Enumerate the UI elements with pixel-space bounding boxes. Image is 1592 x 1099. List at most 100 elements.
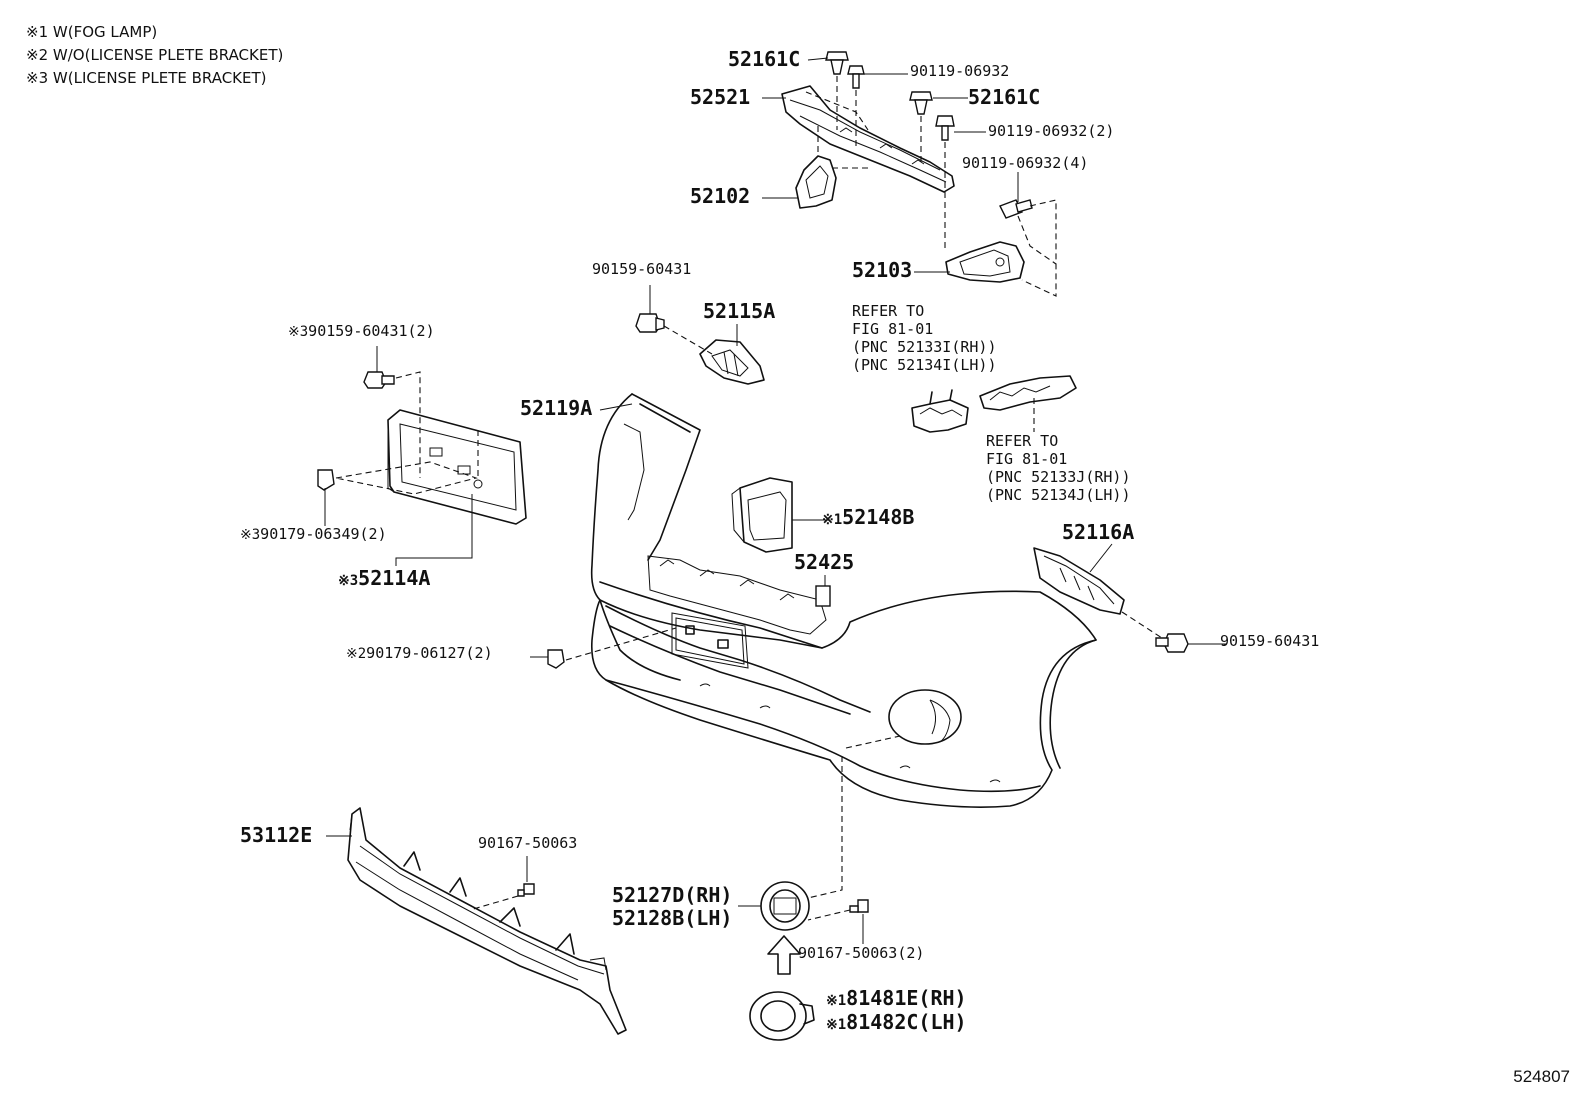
pad-52425-drawing — [815, 585, 831, 607]
part-label-52148b[interactable]: ※152148B — [822, 507, 914, 527]
fog-bezel-52127d-drawing — [760, 881, 810, 931]
part-mark: ※3 — [288, 324, 309, 340]
part-label-52521[interactable]: 52521 — [690, 87, 750, 107]
part-number: 52161C — [728, 47, 801, 71]
ref-line: FIG 81-01 — [986, 450, 1068, 468]
part-label-52425[interactable]: 52425 — [794, 552, 854, 572]
bracket-52103-drawing — [945, 241, 1025, 283]
panel-52148b-drawing — [731, 477, 793, 553]
part-number: 90159-60431(2) — [308, 322, 435, 340]
figure-id: 524807 — [1513, 1067, 1570, 1086]
part-label-52114a[interactable]: ※352114A — [338, 568, 430, 588]
bolt-90159-right-drawing — [1155, 633, 1189, 653]
part-label-52115a[interactable]: 52115A — [703, 301, 775, 321]
bolt-90119-b-drawing — [935, 115, 955, 141]
part-label-52161c-b[interactable]: 52161C — [968, 87, 1040, 107]
note-2-text: W/O(LICENSE PLETE BRACKET) — [52, 46, 284, 64]
part-label-90179-06349[interactable]: ※390179-06349(2) — [240, 525, 387, 543]
part-number: 81482C(LH) — [846, 1010, 967, 1034]
part-number: 52425 — [794, 550, 855, 574]
part-label-52102[interactable]: 52102 — [690, 186, 750, 206]
part-label-53112e[interactable]: 53112E — [240, 825, 312, 845]
part-number: 90179-06349(2) — [260, 525, 387, 543]
lower-grille-53112e-drawing — [347, 807, 627, 1035]
bolt-90167-b-drawing — [849, 899, 869, 913]
bumper-cover-drawing — [590, 393, 1097, 808]
part-label-52127d[interactable]: 52127D(RH) — [612, 885, 732, 905]
part-number: 90159-60431 — [1220, 632, 1320, 650]
note-2: ※2 W/O(LICENSE PLETE BRACKET) — [26, 43, 283, 67]
part-mark: ※1 — [822, 512, 843, 528]
part-number: 90167-50063(2) — [798, 944, 925, 962]
ref-line: FIG 81-01 — [852, 320, 934, 338]
ref-line: (PNC 52133J(RH)) — [986, 468, 1131, 486]
note-2-mark: ※2 — [26, 46, 49, 64]
side-retainer-left-drawing — [911, 389, 969, 433]
note-3: ※3 W(LICENSE PLETE BRACKET) — [26, 66, 267, 90]
nut-90179-06349-drawing — [317, 469, 335, 491]
part-number: 52115A — [703, 299, 776, 323]
ref-line: (PNC 52133I(RH)) — [852, 338, 997, 356]
part-mark: ※1 — [826, 993, 847, 1009]
part-label-90179-06127[interactable]: ※290179-06127(2) — [346, 646, 493, 662]
part-mark: ※3 — [338, 573, 359, 589]
note-3-mark: ※3 — [26, 69, 49, 87]
fog-cover-81481e-drawing — [749, 991, 815, 1041]
part-number: 52148B — [842, 505, 915, 529]
part-label-81481e[interactable]: ※181481E(RH) — [826, 988, 967, 1008]
part-label-90119-06932-c[interactable]: 90119-06932(4) — [962, 156, 1088, 171]
part-label-90119-06932-b[interactable]: 90119-06932(2) — [988, 124, 1114, 139]
part-label-52128b[interactable]: 52128B(LH) — [612, 908, 732, 928]
license-bracket-52114a-drawing — [387, 409, 527, 525]
part-number: 52127D(RH) — [612, 883, 733, 907]
part-label-90159-60431-top[interactable]: 90159-60431 — [592, 262, 691, 277]
part-label-52161c-a[interactable]: 52161C — [728, 49, 800, 69]
side-retainer-right-drawing — [979, 375, 1077, 432]
part-label-52119a[interactable]: 52119A — [520, 398, 592, 418]
part-number: 81481E(RH) — [846, 986, 967, 1010]
part-label-90159-60431-left[interactable]: ※390159-60431(2) — [288, 322, 435, 340]
part-number: 52119A — [520, 396, 593, 420]
part-number: 52521 — [690, 85, 751, 109]
part-label-90159-60431-right[interactable]: 90159-60431 — [1220, 634, 1319, 649]
note-1: ※1 W(FOG LAMP) — [26, 20, 157, 44]
part-number: 90119-06932(2) — [988, 122, 1115, 140]
up-arrow-icon — [767, 935, 801, 975]
part-mark: ※1 — [826, 1017, 847, 1033]
part-number: 53112E — [240, 823, 313, 847]
ref-line: REFER TO — [852, 302, 925, 320]
bolt-90119-c-drawing — [999, 199, 1033, 219]
part-number: 90159-60431 — [592, 260, 692, 278]
part-label-81482c[interactable]: ※181482C(LH) — [826, 1012, 967, 1032]
clip-52161c-b-drawing — [909, 91, 933, 115]
leader-lines — [324, 57, 1226, 944]
part-label-52116a[interactable]: 52116A — [1062, 522, 1134, 542]
part-label-52103[interactable]: 52103 — [852, 260, 912, 280]
part-mark: ※3 — [240, 527, 261, 543]
ref-line: (PNC 52134J(LH)) — [986, 486, 1131, 504]
part-number: 52103 — [852, 258, 913, 282]
part-mark: ※2 — [346, 646, 367, 662]
part-number: 52116A — [1062, 520, 1135, 544]
part-label-90119-06932-a[interactable]: 90119-06932 — [910, 64, 1009, 79]
clip-52161c-a-drawing — [825, 51, 849, 75]
bolt-90159-top-drawing — [635, 313, 665, 333]
bolt-90167-a-drawing — [517, 883, 535, 897]
nut-90179-06127-drawing — [547, 649, 565, 669]
part-number: 52161C — [968, 85, 1041, 109]
part-number: 90167-50063 — [478, 834, 578, 852]
retainer-52115a-drawing — [699, 339, 765, 385]
part-number: 52114A — [358, 566, 431, 590]
note-1-mark: ※1 — [26, 23, 49, 41]
part-label-90167-50063-a[interactable]: 90167-50063 — [478, 836, 577, 851]
note-3-text: W(LICENSE PLETE BRACKET) — [52, 69, 267, 87]
upper-retainer-drawing — [781, 85, 955, 193]
part-label-90167-50063-b[interactable]: 90167-50063(2) — [798, 946, 924, 961]
bolt-90159-left-drawing — [363, 371, 395, 389]
bolt-90119-a-drawing — [847, 65, 865, 89]
part-number: 52128B(LH) — [612, 906, 733, 930]
part-number: 90119-06932 — [910, 62, 1010, 80]
